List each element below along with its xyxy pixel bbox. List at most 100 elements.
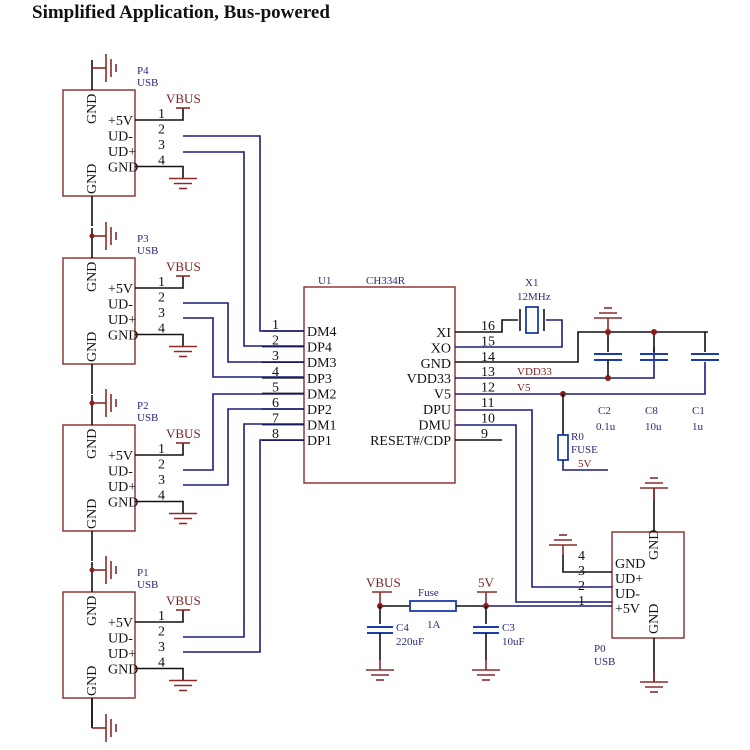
usb-pin-number: 4 [158, 489, 165, 504]
crystal-x1: X1 12MHz [517, 277, 551, 334]
usb-pin-name: UD+ [108, 480, 136, 495]
cap-c1 [691, 332, 719, 361]
usb-pin-name: GND [108, 161, 138, 176]
usb-port-body [62, 424, 136, 532]
net-5v-label: 5V [478, 575, 495, 590]
ground-symbol [594, 307, 622, 332]
usb-pin-number: 1 [158, 107, 165, 122]
net-vbus-label: VBUS [366, 575, 401, 590]
ground-symbol [366, 660, 394, 681]
p0-shield-gnd-top: GND [647, 530, 662, 560]
wire-p4-udp [183, 151, 304, 347]
u1-pin-name: V5 [434, 388, 451, 403]
usb-port-type: USB [137, 77, 158, 89]
usb-port-type: USB [137, 412, 158, 424]
u1-pin-name: DM2 [307, 387, 337, 402]
usb-port-type: USB [137, 579, 158, 591]
p0-pin-5v: +5V [615, 602, 640, 617]
usb-pin-name: GND [108, 329, 138, 344]
usb-pin-name: +5V [108, 616, 133, 631]
ground-symbol [92, 389, 117, 417]
chip-u1-part: CH334R [366, 275, 406, 287]
usb-vbus-label: VBUS [166, 259, 201, 274]
cap-c8 [640, 332, 668, 361]
wire-p2-udp [183, 408, 304, 486]
u1-pin-name: XI [436, 326, 451, 341]
usb-port-ref: P1 [137, 567, 149, 579]
p0-shield-gnd-bottom: GND [647, 604, 662, 634]
cap-c2-ref: C2 [598, 405, 611, 417]
usb-pin-number: 2 [158, 123, 165, 138]
u1-pin-number: 10 [481, 411, 495, 426]
u1-pin-name: DP4 [307, 341, 332, 356]
u1-pin-name: DM1 [307, 419, 337, 434]
cap-c4-ref: C4 [396, 622, 409, 634]
usb-pin-number: 2 [158, 458, 165, 473]
usb-shield-gnd: GND [85, 499, 100, 529]
usb-pin-number: 1 [158, 275, 165, 290]
fuse-rating: 1A [427, 619, 441, 631]
net-vdd33: VDD33 [517, 366, 552, 378]
u1-pin-number: 14 [481, 350, 495, 365]
cap-c1-value: 1u [692, 421, 704, 433]
wire-p2-udm [183, 393, 304, 471]
u1-pin-number: 4 [272, 365, 279, 380]
p0-pin-udp: UD+ [615, 572, 643, 587]
usb-port-body [62, 257, 136, 365]
u1-pin-number: 3 [272, 349, 279, 364]
u1-pin-name: DPU [423, 403, 451, 418]
usb-port-ref: P3 [137, 233, 149, 245]
u1-pin-name: DM4 [307, 325, 337, 340]
u1-pin-name: RESET#/CDP [370, 434, 451, 449]
u1-pin-name: DM3 [307, 356, 337, 371]
power-input: VBUS 5V Fuse 1A C4 220uF C3 10uF [366, 575, 612, 681]
cap-c4-value: 220uF [396, 636, 424, 648]
net-v5: V5 [517, 382, 531, 394]
wire-gnd-rail [455, 331, 708, 363]
usb-pin-name: UD- [108, 632, 133, 647]
u1-pin-number: 12 [481, 381, 495, 396]
cap-c2 [594, 332, 622, 378]
usb-pin-number: 1 [158, 609, 165, 624]
usb-port-ref: P2 [137, 400, 149, 412]
u1-pin-name: XO [431, 341, 451, 356]
usb-pin-name: UD- [108, 298, 133, 313]
usb-pin-name: GND [108, 496, 138, 511]
fuse-r0: R0 FUSE 5V [557, 394, 608, 471]
u1-pin-number: 5 [272, 380, 279, 395]
usb-shield-gnd: GND [85, 164, 100, 194]
usb-pin-number: 2 [158, 625, 165, 640]
cap-c2-value: 0.1u [596, 421, 616, 433]
p0-num-2: 2 [578, 579, 585, 594]
u1-pin-number: 13 [481, 365, 495, 380]
usb-pin-number: 4 [158, 154, 165, 169]
chip-u1-body [303, 286, 456, 484]
usb-pin-name: GND [108, 663, 138, 678]
cap-c3-value: 10uF [502, 636, 525, 648]
wire-vdd33 [455, 347, 655, 379]
wire-xi [455, 319, 518, 333]
u1-pin-name: DP3 [307, 372, 332, 387]
junction [651, 329, 657, 335]
usb-shield-gnd: GND [85, 596, 100, 626]
u1-pin-number: 9 [481, 427, 488, 442]
usb-pin-number: 2 [158, 291, 165, 306]
p0-type: USB [594, 656, 615, 668]
ground-symbol [169, 345, 197, 358]
ground-symbol [92, 222, 117, 250]
usb-pin-number: 1 [158, 442, 165, 457]
u1-pin-name: VDD33 [407, 372, 451, 387]
usb-pin-name: +5V [108, 282, 133, 297]
cap-c8-value: 10u [645, 421, 662, 433]
wire-p1-udp [183, 439, 304, 653]
cap-c3-ref: C3 [502, 622, 515, 634]
ground-symbol [92, 556, 117, 584]
cap-c8-ref: C8 [645, 405, 658, 417]
u1-pin-number: 7 [272, 412, 279, 427]
u1-pin-name: DP2 [307, 403, 332, 418]
p0-pin-gnd: GND [615, 557, 645, 572]
